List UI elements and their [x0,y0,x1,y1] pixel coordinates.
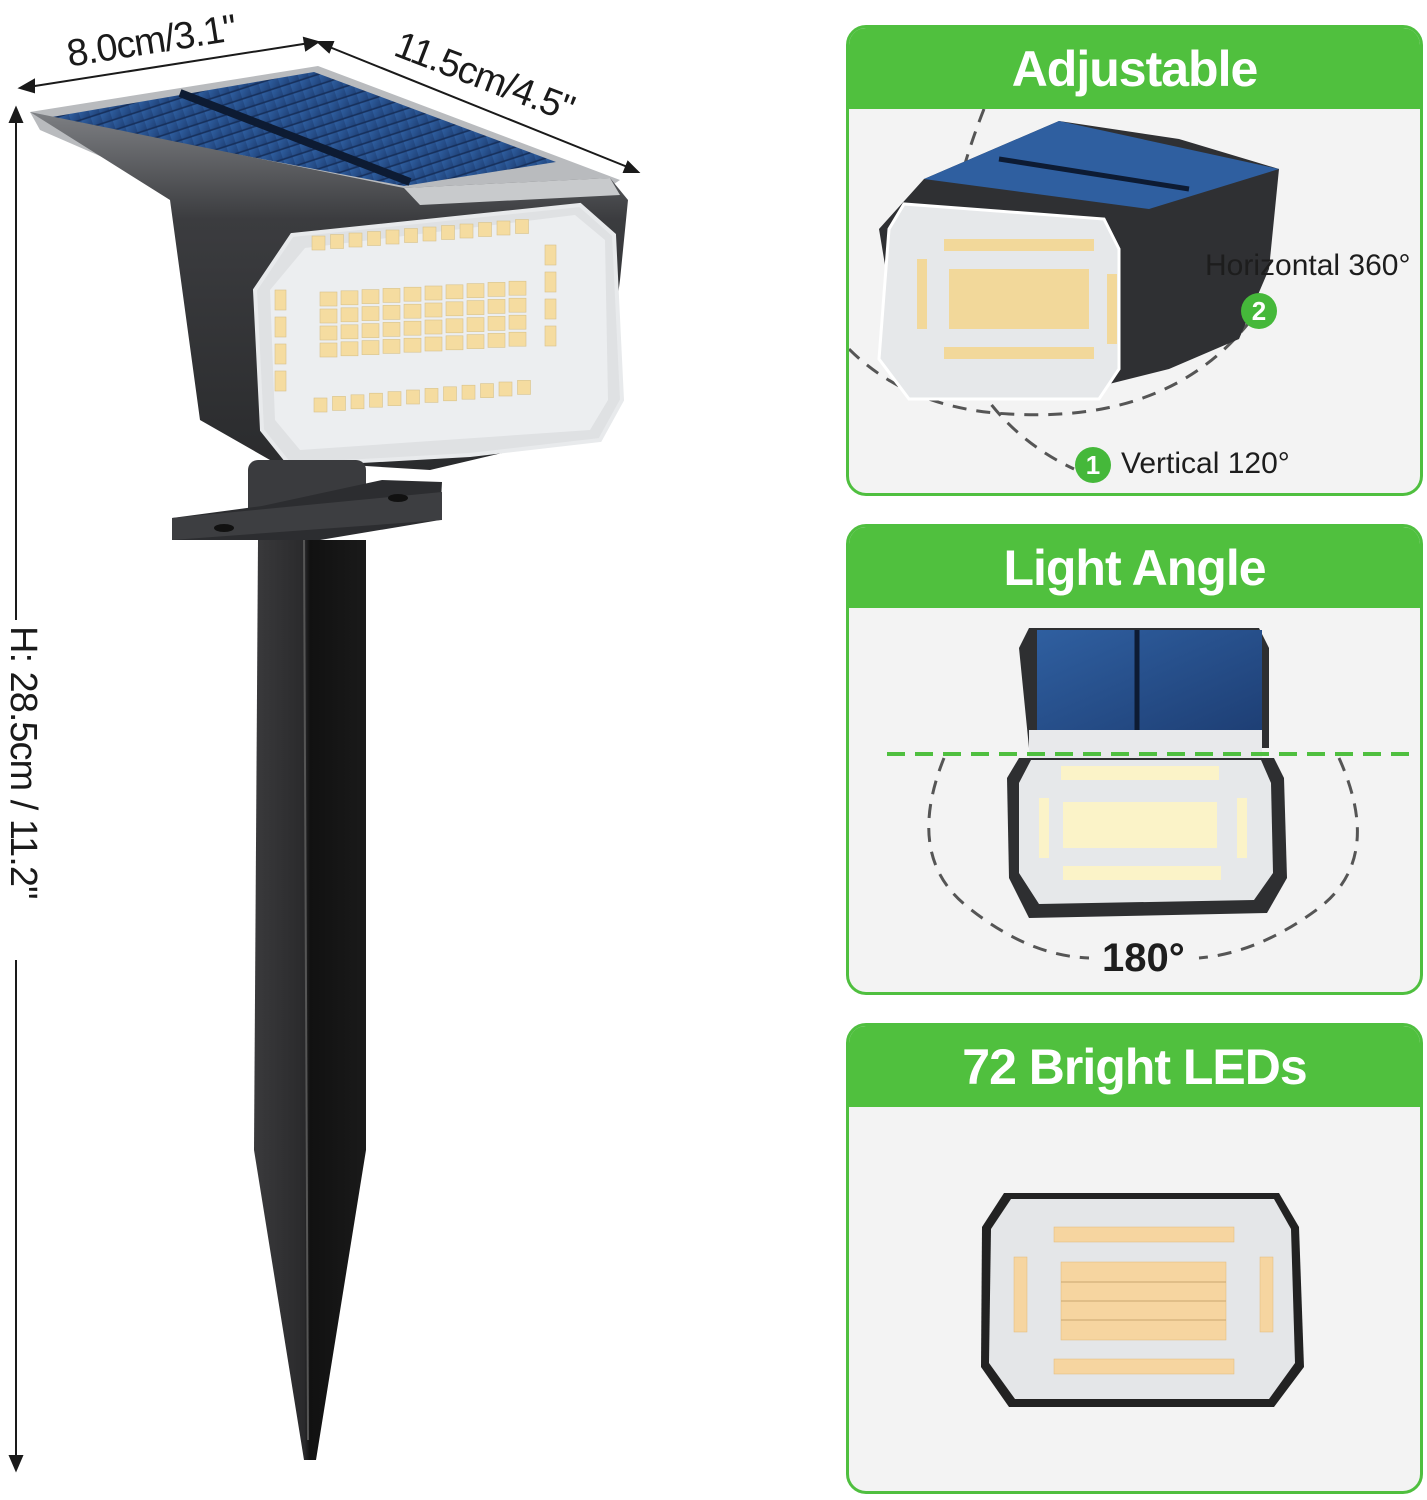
adjustable-illustration [849,109,1279,471]
panel-body [849,1107,1420,1491]
panel-72-leds: 72 Bright LEDs [846,1023,1423,1494]
horizontal-rotation-label: Horizontal 360° [1205,249,1411,282]
beam-angle-label: 180° [1102,936,1185,980]
panel-body: Horizontal 360° 2 1 Vertical 120° [849,109,1420,493]
dimension-arrows [8,36,641,1473]
panel-title: Light Angle [849,527,1420,608]
panel-title: Adjustable [849,28,1420,109]
product-dimension-diagram: 8.0cm/3.1" 11.5cm/4.5" H: 28.5cm / 11.2" [0,0,700,1500]
product-illustration [8,36,641,1473]
callout-badge-2: 2 [1241,293,1277,329]
panel-light-angle: Light Angle 180° [846,524,1423,995]
vertical-rotation-label: Vertical 120° [1121,447,1290,480]
solar-panel [46,72,556,186]
callout-badge-1: 1 [1075,447,1111,483]
led-closeup-illustration [981,1193,1304,1407]
height-dimension-label: H: 28.5cm / 11.2" [2,626,44,899]
panel-adjustable: Adjustable Horizontal 360° 2 1 Vertical … [846,25,1423,496]
ground-stake [254,540,366,1460]
light-angle-illustration [887,628,1409,960]
panel-title: 72 Bright LEDs [849,1026,1420,1107]
led-array [274,219,557,413]
panel-body: 180° [849,608,1420,992]
